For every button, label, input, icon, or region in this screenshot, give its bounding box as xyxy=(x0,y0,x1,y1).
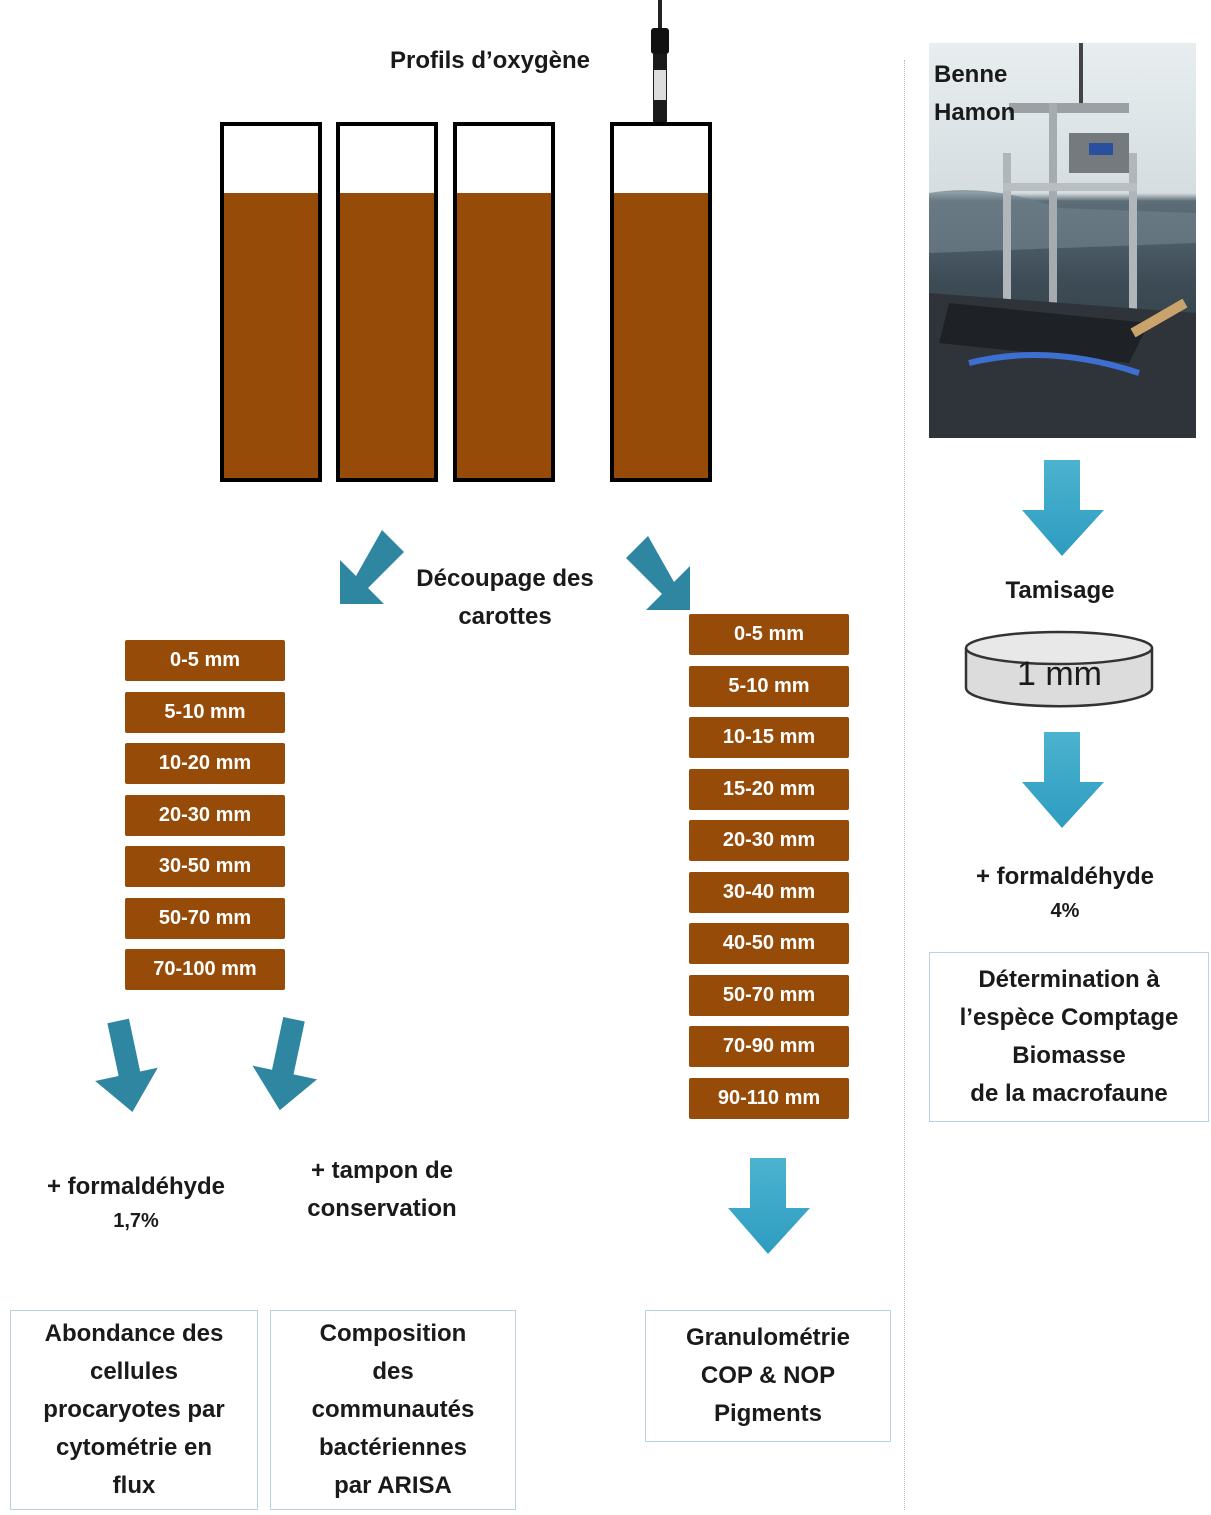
formaldehyde-percent: 1,7% xyxy=(113,1210,159,1232)
grab-sampler-drawing xyxy=(929,43,1196,438)
sediment-core-2 xyxy=(336,122,438,482)
left-slice: 20-30 mm xyxy=(125,795,285,836)
right-slice: 50-70 mm xyxy=(689,975,849,1016)
right-slice: 90-110 mm xyxy=(689,1078,849,1119)
arrow-down-left-icon xyxy=(95,1018,158,1112)
right-slice: 5-10 mm xyxy=(689,666,849,707)
arrow-down-right-icon xyxy=(626,536,690,610)
macro-formaldehyde-percent: 4% xyxy=(1050,900,1080,922)
arrow-down-icon xyxy=(728,1158,810,1254)
core-slicing-label: Découpage des carottes xyxy=(416,565,594,630)
sediment-fill xyxy=(457,193,551,478)
photo-label: Benne Hamon xyxy=(934,61,1016,126)
right-slice: 70-90 mm xyxy=(689,1026,849,1067)
sediment-core-4 xyxy=(610,122,712,482)
sediment-fill xyxy=(224,193,318,478)
macro-formaldehyde-treatment: + formaldéhyde 4% xyxy=(940,858,1190,926)
grab-sampler-photo xyxy=(929,43,1196,438)
arrow-down-icon xyxy=(1022,732,1104,828)
left-slice: 0-5 mm xyxy=(125,640,285,681)
composition-box: Composition des communautés bactériennes… xyxy=(270,1310,516,1510)
left-slice: 10-20 mm xyxy=(125,743,285,784)
sieve-icon xyxy=(964,630,1154,708)
sieve-label: 1 mm xyxy=(1017,655,1102,693)
sediment-fill xyxy=(614,193,708,478)
buffer-treatment: + tampon de conservation xyxy=(307,1157,457,1222)
left-slice: 5-10 mm xyxy=(125,692,285,733)
right-slice: 40-50 mm xyxy=(689,923,849,964)
right-slice: 20-30 mm xyxy=(689,820,849,861)
oxygen-profiles-title: Profils d’oxygène xyxy=(389,47,591,74)
formaldehyde-label: + formaldéhyde xyxy=(46,1173,226,1200)
sediment-fill xyxy=(340,193,434,478)
column-divider xyxy=(904,60,905,1510)
left-slice: 50-70 mm xyxy=(125,898,285,939)
abondance-box: Abondance des cellules procaryotes par c… xyxy=(10,1310,258,1510)
right-slice: 0-5 mm xyxy=(689,614,849,655)
macro-formaldehyde-label: + formaldéhyde xyxy=(975,863,1155,890)
right-slice: 10-15 mm xyxy=(689,717,849,758)
sediment-core-1 xyxy=(220,122,322,482)
arrow-down-left-icon xyxy=(340,530,404,604)
right-slice: 30-40 mm xyxy=(689,872,849,913)
left-slice: 30-50 mm xyxy=(125,846,285,887)
tamisage-label: Tamisage xyxy=(1005,577,1115,604)
right-slice: 15-20 mm xyxy=(689,769,849,810)
macrofaune-box: Détermination à l’espèce Comptage Biomas… xyxy=(929,952,1209,1122)
arrow-down-right-icon xyxy=(252,1016,318,1111)
left-slice: 70-100 mm xyxy=(125,949,285,990)
formaldehyde-treatment: + formaldéhyde 1,7% xyxy=(20,1168,252,1236)
arrow-down-icon xyxy=(1022,460,1104,556)
sediment-core-3 xyxy=(453,122,555,482)
granulometrie-box: Granulométrie COP & NOP Pigments xyxy=(645,1310,891,1442)
